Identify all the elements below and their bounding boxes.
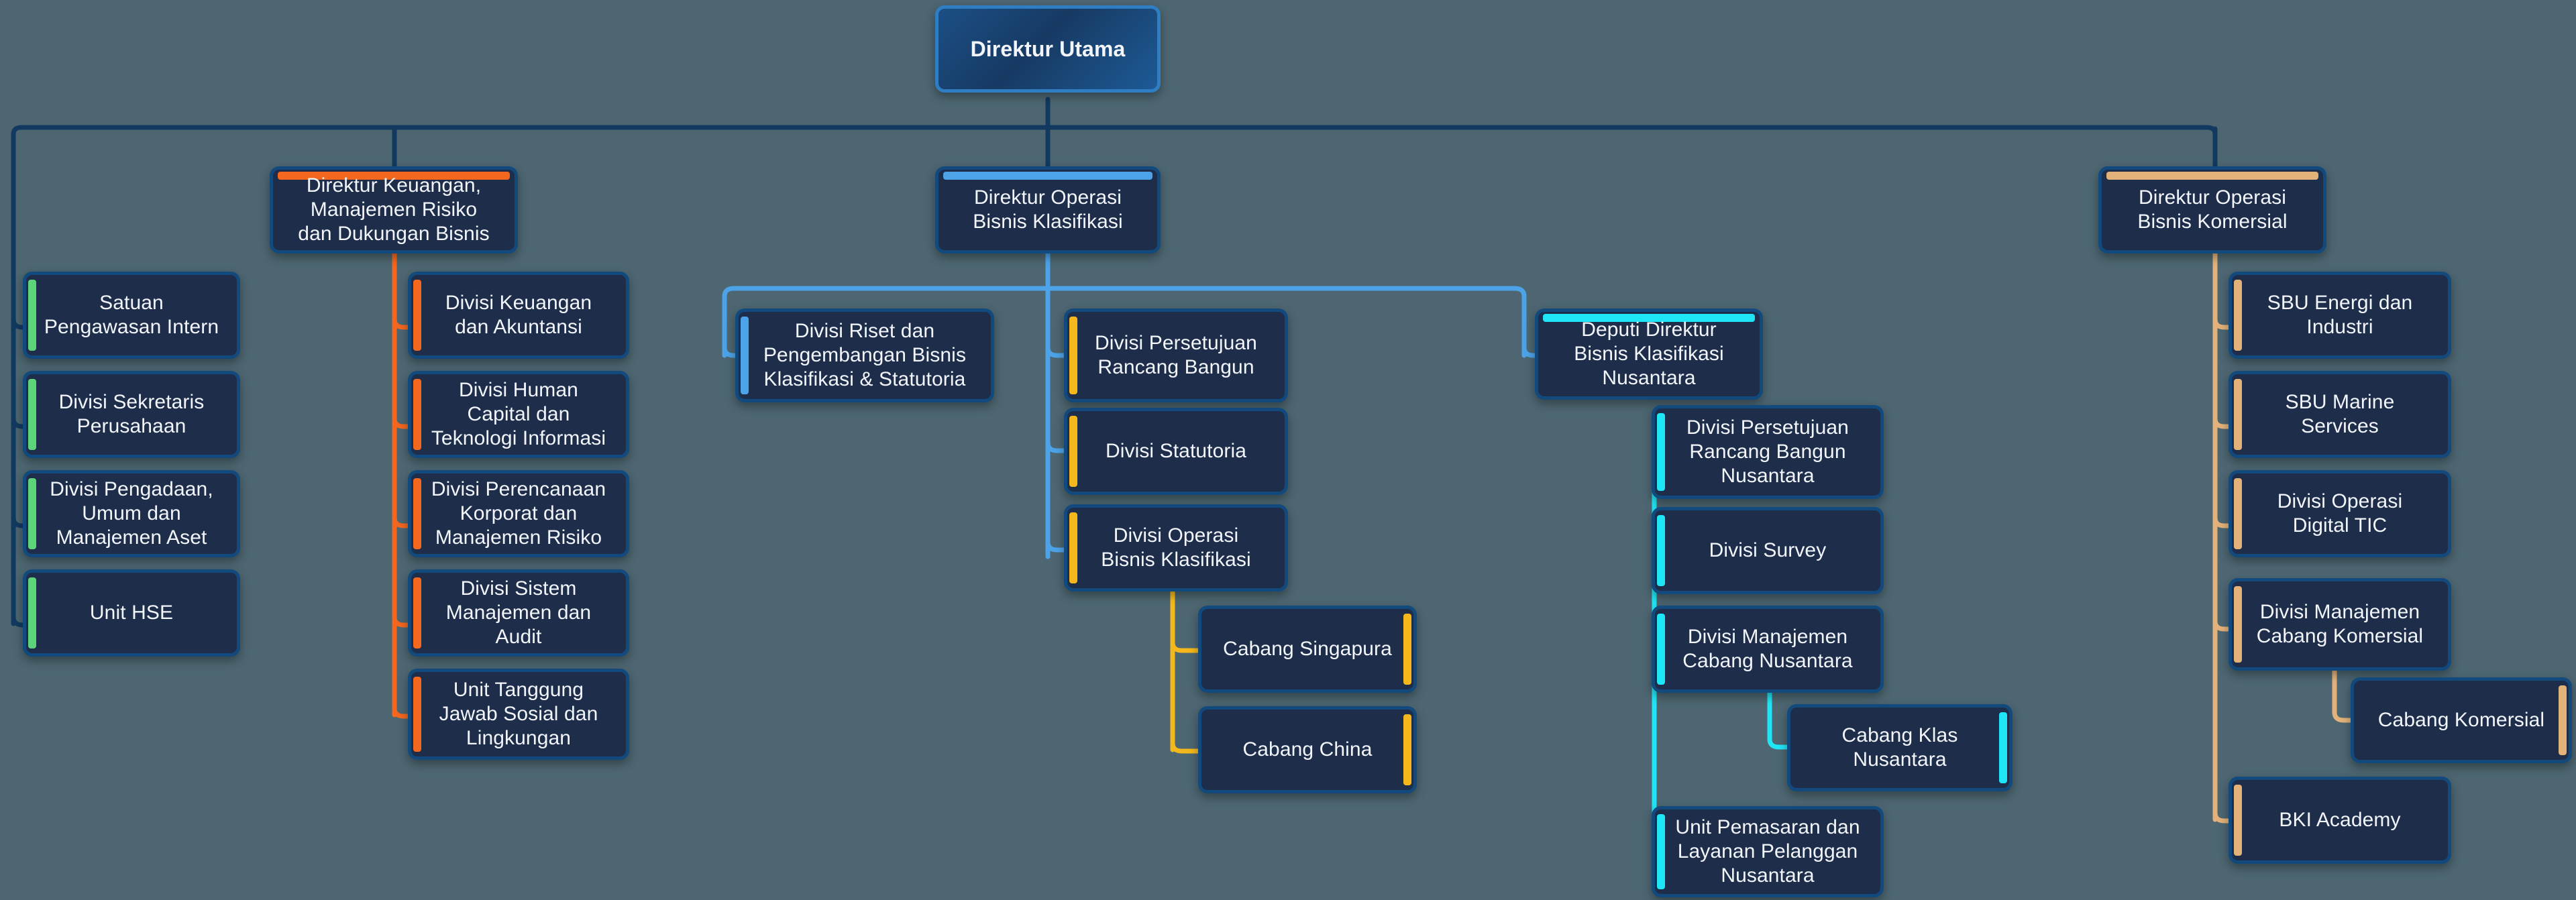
node-satuan-pengawasan-intern[interactable]: Satuan Pengawasan Intern	[23, 272, 240, 359]
node-label: Divisi Persetujuan Rancang Bangun Nusant…	[1686, 416, 1849, 487]
node-label: Unit Pemasaran dan Layanan Pelanggan Nus…	[1675, 816, 1860, 887]
node-label: Divisi Sistem Manajemen dan Audit	[445, 577, 592, 648]
node-divisi-keuangan-dan-akuntansi[interactable]: Divisi Keuangan dan Akuntansi	[408, 272, 629, 359]
node-label: Divisi Manajemen Cabang Nusantara	[1682, 626, 1853, 672]
node-divisi-survey[interactable]: Divisi Survey	[1652, 507, 1884, 594]
node-label: Divisi Riset dan Pengembangan Bisnis Kla…	[763, 320, 967, 390]
node-sbu-energi-dan-industri[interactable]: SBU Energi dan Industri	[2229, 272, 2451, 359]
node-cabang-singapura[interactable]: Cabang Singapura	[1198, 606, 1417, 693]
node-divisi-perencanaan-korporat-manajemen-risiko[interactable]: Divisi Perencanaan Korporat dan Manajeme…	[408, 470, 629, 557]
node-label: Cabang Singapura	[1223, 638, 1392, 660]
node-direktur-utama[interactable]: Direktur Utama	[935, 5, 1161, 93]
node-label: Divisi Sekretaris Perusahaan	[58, 391, 205, 437]
node-unit-hse[interactable]: Unit HSE	[23, 569, 240, 657]
node-divisi-persetujuan-rancang-bangun-nusantara[interactable]: Divisi Persetujuan Rancang Bangun Nusant…	[1652, 405, 1884, 499]
node-label: Cabang China	[1242, 738, 1373, 761]
node-direktur-keuangan[interactable]: Direktur Keuangan, Manajemen Risiko dan …	[270, 166, 518, 254]
node-divisi-statutoria[interactable]: Divisi Statutoria	[1064, 408, 1288, 495]
node-divisi-operasi-digital-tic[interactable]: Divisi Operasi Digital TIC	[2229, 470, 2451, 557]
node-label: Divisi Operasi Digital TIC	[2277, 490, 2403, 537]
node-divisi-riset-pengembangan-bisnis-klasifikasi-statutoria[interactable]: Divisi Riset dan Pengembangan Bisnis Kla…	[735, 308, 994, 402]
node-label: Divisi Persetujuan Rancang Bangun	[1095, 332, 1257, 378]
node-label: Direktur Operasi Bisnis Komersial	[2137, 186, 2288, 233]
node-divisi-operasi-bisnis-klasifikasi[interactable]: Divisi Operasi Bisnis Klasifikasi	[1064, 504, 1288, 592]
node-label: Unit Tanggung Jawab Sosial dan Lingkunga…	[439, 679, 598, 749]
node-label: Cabang Komersial	[2377, 709, 2545, 731]
node-label: SBU Energi dan Industri	[2267, 292, 2413, 338]
node-label: Divisi Perencanaan Korporat dan Manajeme…	[431, 478, 606, 549]
node-cabang-china[interactable]: Cabang China	[1198, 706, 1417, 793]
node-label: Cabang Klas Nusantara	[1841, 724, 1958, 771]
node-unit-pemasaran-layanan-pelanggan-nusantara[interactable]: Unit Pemasaran dan Layanan Pelanggan Nus…	[1652, 806, 1884, 897]
node-bki-academy[interactable]: BKI Academy	[2229, 777, 2451, 864]
node-cabang-komersial[interactable]: Cabang Komersial	[2351, 677, 2572, 763]
node-divisi-manajemen-cabang-komersial[interactable]: Divisi Manajemen Cabang Komersial	[2229, 578, 2451, 671]
node-label: Divisi Pengadaan, Umum dan Manajemen Ase…	[50, 478, 213, 549]
node-divisi-human-capital-teknologi-informasi[interactable]: Divisi Human Capital dan Teknologi Infor…	[408, 371, 629, 458]
node-label: Divisi Statutoria	[1105, 440, 1247, 462]
node-label: Divisi Human Capital dan Teknologi Infor…	[431, 379, 606, 449]
node-deputi-direktur-bisnis-klasifikasi-nusantara[interactable]: Deputi Direktur Bisnis Klasifikasi Nusan…	[1535, 308, 1763, 400]
node-direktur-operasi-bisnis-klasifikasi[interactable]: Direktur Operasi Bisnis Klasifikasi	[935, 166, 1161, 254]
node-label: Direktur Utama	[970, 36, 1126, 61]
node-divisi-pengadaan-umum-manajemen-aset[interactable]: Divisi Pengadaan, Umum dan Manajemen Ase…	[23, 470, 240, 557]
node-label: Deputi Direktur Bisnis Klasifikasi Nusan…	[1574, 319, 1724, 389]
node-divisi-manajemen-cabang-nusantara[interactable]: Divisi Manajemen Cabang Nusantara	[1652, 606, 1884, 693]
node-label: Satuan Pengawasan Intern	[44, 292, 219, 338]
node-label: Divisi Survey	[1709, 539, 1827, 561]
node-label: Unit HSE	[89, 602, 174, 624]
node-label: Divisi Operasi Bisnis Klasifikasi	[1101, 524, 1251, 571]
node-sbu-marine-services[interactable]: SBU Marine Services	[2229, 371, 2451, 458]
node-divisi-persetujuan-rancang-bangun[interactable]: Divisi Persetujuan Rancang Bangun	[1064, 308, 1288, 402]
node-cabang-klas-nusantara[interactable]: Cabang Klas Nusantara	[1787, 704, 2012, 791]
node-label: Divisi Keuangan dan Akuntansi	[445, 292, 592, 338]
node-direktur-operasi-bisnis-komersial[interactable]: Direktur Operasi Bisnis Komersial	[2098, 166, 2326, 254]
node-label: Direktur Keuangan, Manajemen Risiko dan …	[298, 174, 490, 245]
node-unit-tanggung-jawab-sosial-lingkungan[interactable]: Unit Tanggung Jawab Sosial dan Lingkunga…	[408, 669, 629, 760]
node-label: Direktur Operasi Bisnis Klasifikasi	[973, 186, 1123, 233]
node-divisi-sekretaris-perusahaan[interactable]: Divisi Sekretaris Perusahaan	[23, 371, 240, 458]
node-label: Divisi Manajemen Cabang Komersial	[2256, 601, 2424, 647]
node-label: SBU Marine Services	[2285, 391, 2395, 437]
node-divisi-sistem-manajemen-audit[interactable]: Divisi Sistem Manajemen dan Audit	[408, 569, 629, 657]
node-label: BKI Academy	[2279, 809, 2401, 831]
